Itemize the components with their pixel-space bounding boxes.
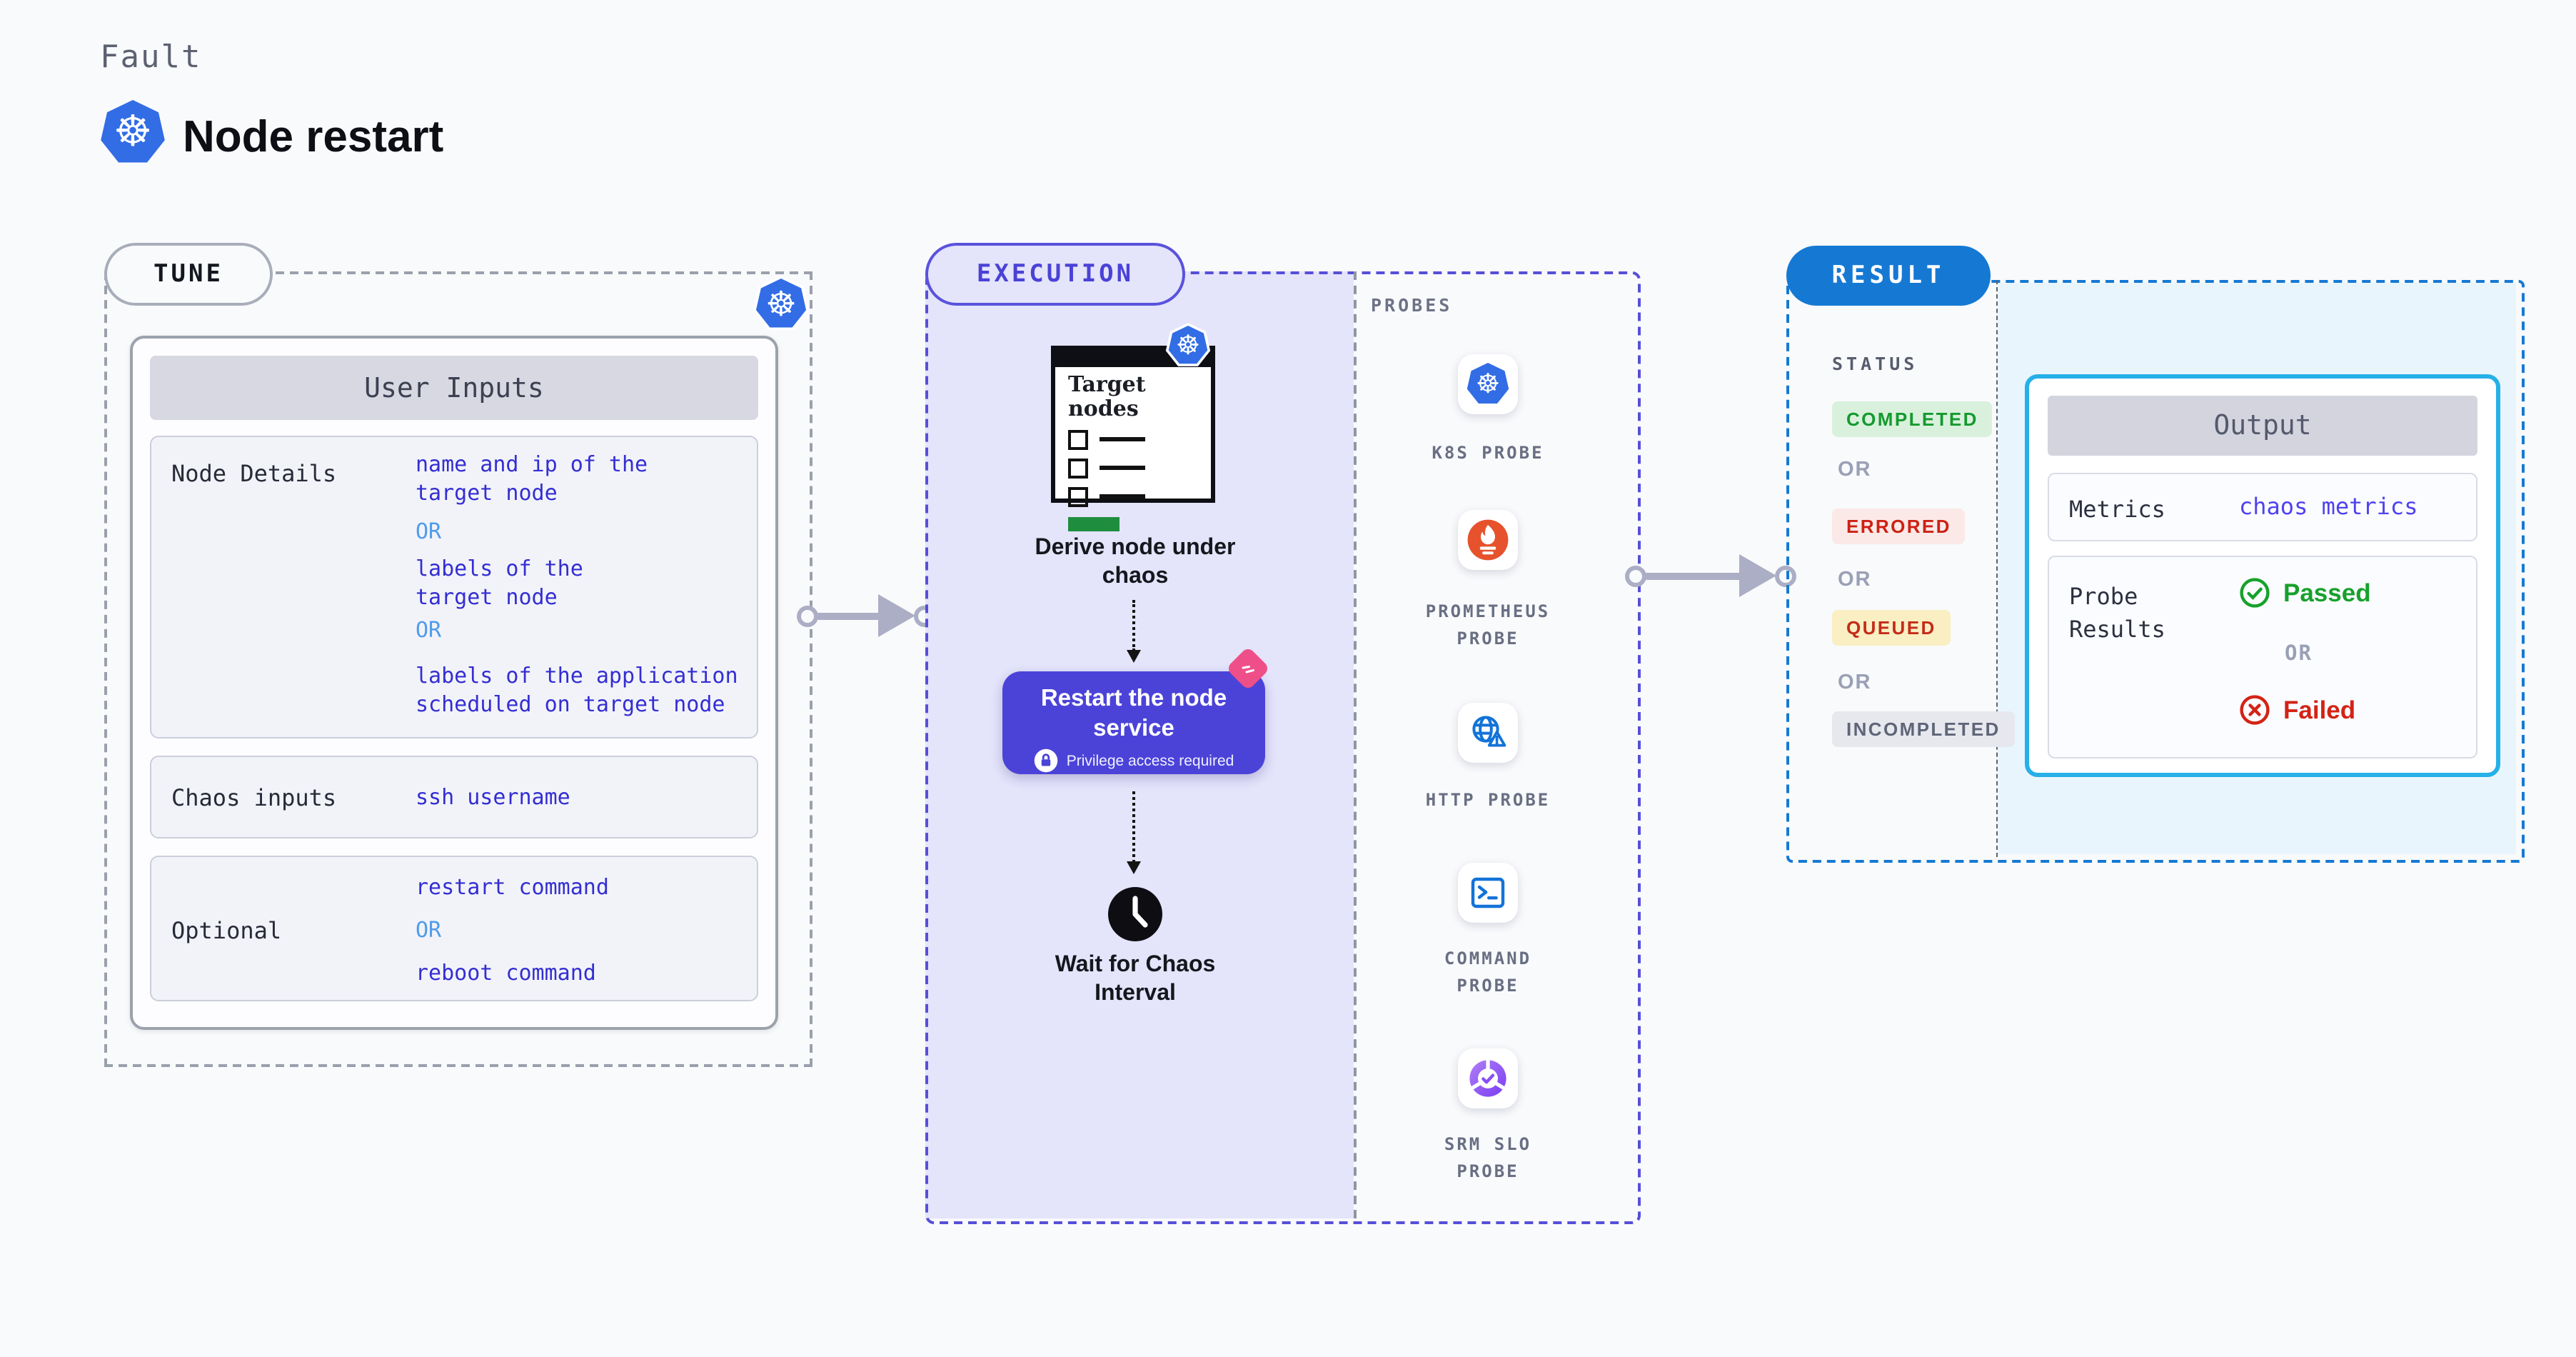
input-value: reboot command: [416, 960, 596, 986]
http-probe-card: [1458, 703, 1518, 763]
status-badge-completed: COMPLETED: [1832, 401, 1993, 437]
probe-label: HTTP PROBE: [1425, 790, 1551, 810]
page-title: Node restart: [183, 111, 444, 161]
input-value: name and ip of the target node: [416, 451, 648, 505]
x-circle-icon: [2240, 695, 2270, 725]
probe-result-failed: Failed: [2239, 694, 2355, 726]
command-probe-card: [1458, 863, 1518, 923]
input-value: labels of the target node: [416, 556, 583, 609]
restart-node-service-step: Restart the node service Privilege acces…: [1002, 671, 1265, 774]
check-circle-icon: [2240, 578, 2270, 608]
node-checkbox-row: [1068, 486, 1211, 506]
status-badge-queued: QUEUED: [1832, 610, 1951, 646]
srm-slo-probe-card: [1458, 1048, 1518, 1108]
probe-label: K8S PROBE: [1432, 443, 1544, 463]
wait-chaos-interval-step: Wait for Chaos Interval: [1055, 953, 1216, 1006]
flow-arrow-down: [1127, 791, 1141, 874]
output-header: Output: [2048, 396, 2477, 456]
derive-node-step: Derive node under chaos: [1035, 536, 1236, 589]
or-separator: OR: [1838, 671, 1872, 694]
kubernetes-icon: ☸: [753, 276, 809, 331]
or-separator: OR: [1838, 459, 1872, 481]
checkbox-icon: [1068, 486, 1088, 506]
user-inputs-card: User Inputs Node Details name and ip of …: [130, 336, 778, 1030]
chaos-litmus-icon: [1225, 646, 1271, 691]
chaos-inputs-row: Chaos inputs ssh username: [150, 756, 758, 838]
k8s-probe-card: ☸: [1458, 354, 1518, 414]
probe-label: COMMAND PROBE: [1444, 948, 1532, 996]
user-inputs-header: User Inputs: [150, 356, 758, 420]
or-separator: OR: [416, 519, 442, 544]
tune-section-box: [104, 271, 812, 1067]
globe-warning-icon: [1472, 716, 1506, 747]
or-separator: OR: [1838, 569, 1872, 591]
checkbox-icon: [1068, 429, 1088, 449]
node-details-row: Node Details name and ip of the target n…: [150, 436, 758, 738]
privilege-note: Privilege access required: [1002, 749, 1265, 773]
restart-step-label: Restart the node service: [1040, 686, 1227, 741]
metrics-row: Metrics chaos metrics: [2048, 473, 2477, 541]
result-section-box: [1786, 280, 2525, 863]
row-label: Optional: [171, 917, 282, 944]
output-panel: Output Metrics chaos metrics Probe Resul…: [2025, 374, 2500, 777]
probe-label: SRM SLO PROBE: [1444, 1134, 1532, 1181]
row-label: Chaos inputs: [171, 784, 337, 811]
target-nodes-title: Target nodes: [1068, 371, 1146, 422]
or-separator: OR: [2285, 643, 2313, 666]
input-value: ssh username: [416, 784, 570, 810]
optional-row: Optional restart command OR reboot comma…: [150, 856, 758, 1001]
execution-probes-divider: [1354, 271, 1357, 1218]
row-label: Node Details: [171, 460, 337, 487]
or-separator: OR: [416, 617, 442, 643]
target-nodes-card: Target nodes: [1051, 346, 1215, 531]
metrics-label: Metrics: [2069, 496, 2165, 523]
lock-icon: [1034, 749, 1057, 773]
prometheus-icon: [1467, 519, 1509, 561]
probe-result-passed: Passed: [2239, 577, 2371, 609]
execution-pill: EXECUTION: [925, 243, 1185, 306]
result-pill: RESULT: [1786, 246, 1991, 306]
tune-to-execution-arrow: [797, 594, 935, 637]
status-output-divider: [1996, 280, 1998, 857]
kubernetes-icon: ☸: [101, 100, 165, 163]
tune-pill: TUNE: [104, 243, 273, 306]
input-value: restart command: [416, 874, 609, 900]
status-badge-errored: ERRORED: [1832, 509, 1966, 544]
node-checkbox-row: [1068, 458, 1211, 478]
execution-to-result-arrow: [1625, 554, 1796, 597]
status-label: STATUS: [1832, 353, 1918, 374]
or-separator: OR: [416, 917, 442, 943]
probe-results-row: Probe Results Passed OR Failed: [2048, 556, 2477, 758]
terminal-icon: [1471, 877, 1505, 908]
clock-icon: [1108, 887, 1162, 941]
status-badge-incompleted: INCOMPLETED: [1832, 711, 2015, 747]
slo-donut-check-icon: [1469, 1059, 1506, 1097]
kubernetes-icon: ☸: [1165, 323, 1211, 366]
progress-bar: [1068, 516, 1120, 531]
input-value: labels of the application scheduled on t…: [416, 663, 738, 716]
probes-label: PROBES: [1371, 294, 1453, 316]
kubernetes-icon: ☸: [1466, 363, 1509, 404]
prometheus-probe-card: [1458, 510, 1518, 570]
execution-section-box: [925, 271, 1641, 1224]
flow-arrow-down: [1127, 600, 1141, 663]
checkbox-icon: [1068, 458, 1088, 478]
probe-label: PROMETHEUS PROBE: [1425, 601, 1551, 649]
probe-results-label: Probe Results: [2069, 583, 2165, 644]
node-checkbox-row: [1068, 429, 1211, 449]
fault-kicker: Fault: [100, 40, 202, 76]
metrics-value: chaos metrics: [2239, 493, 2418, 520]
